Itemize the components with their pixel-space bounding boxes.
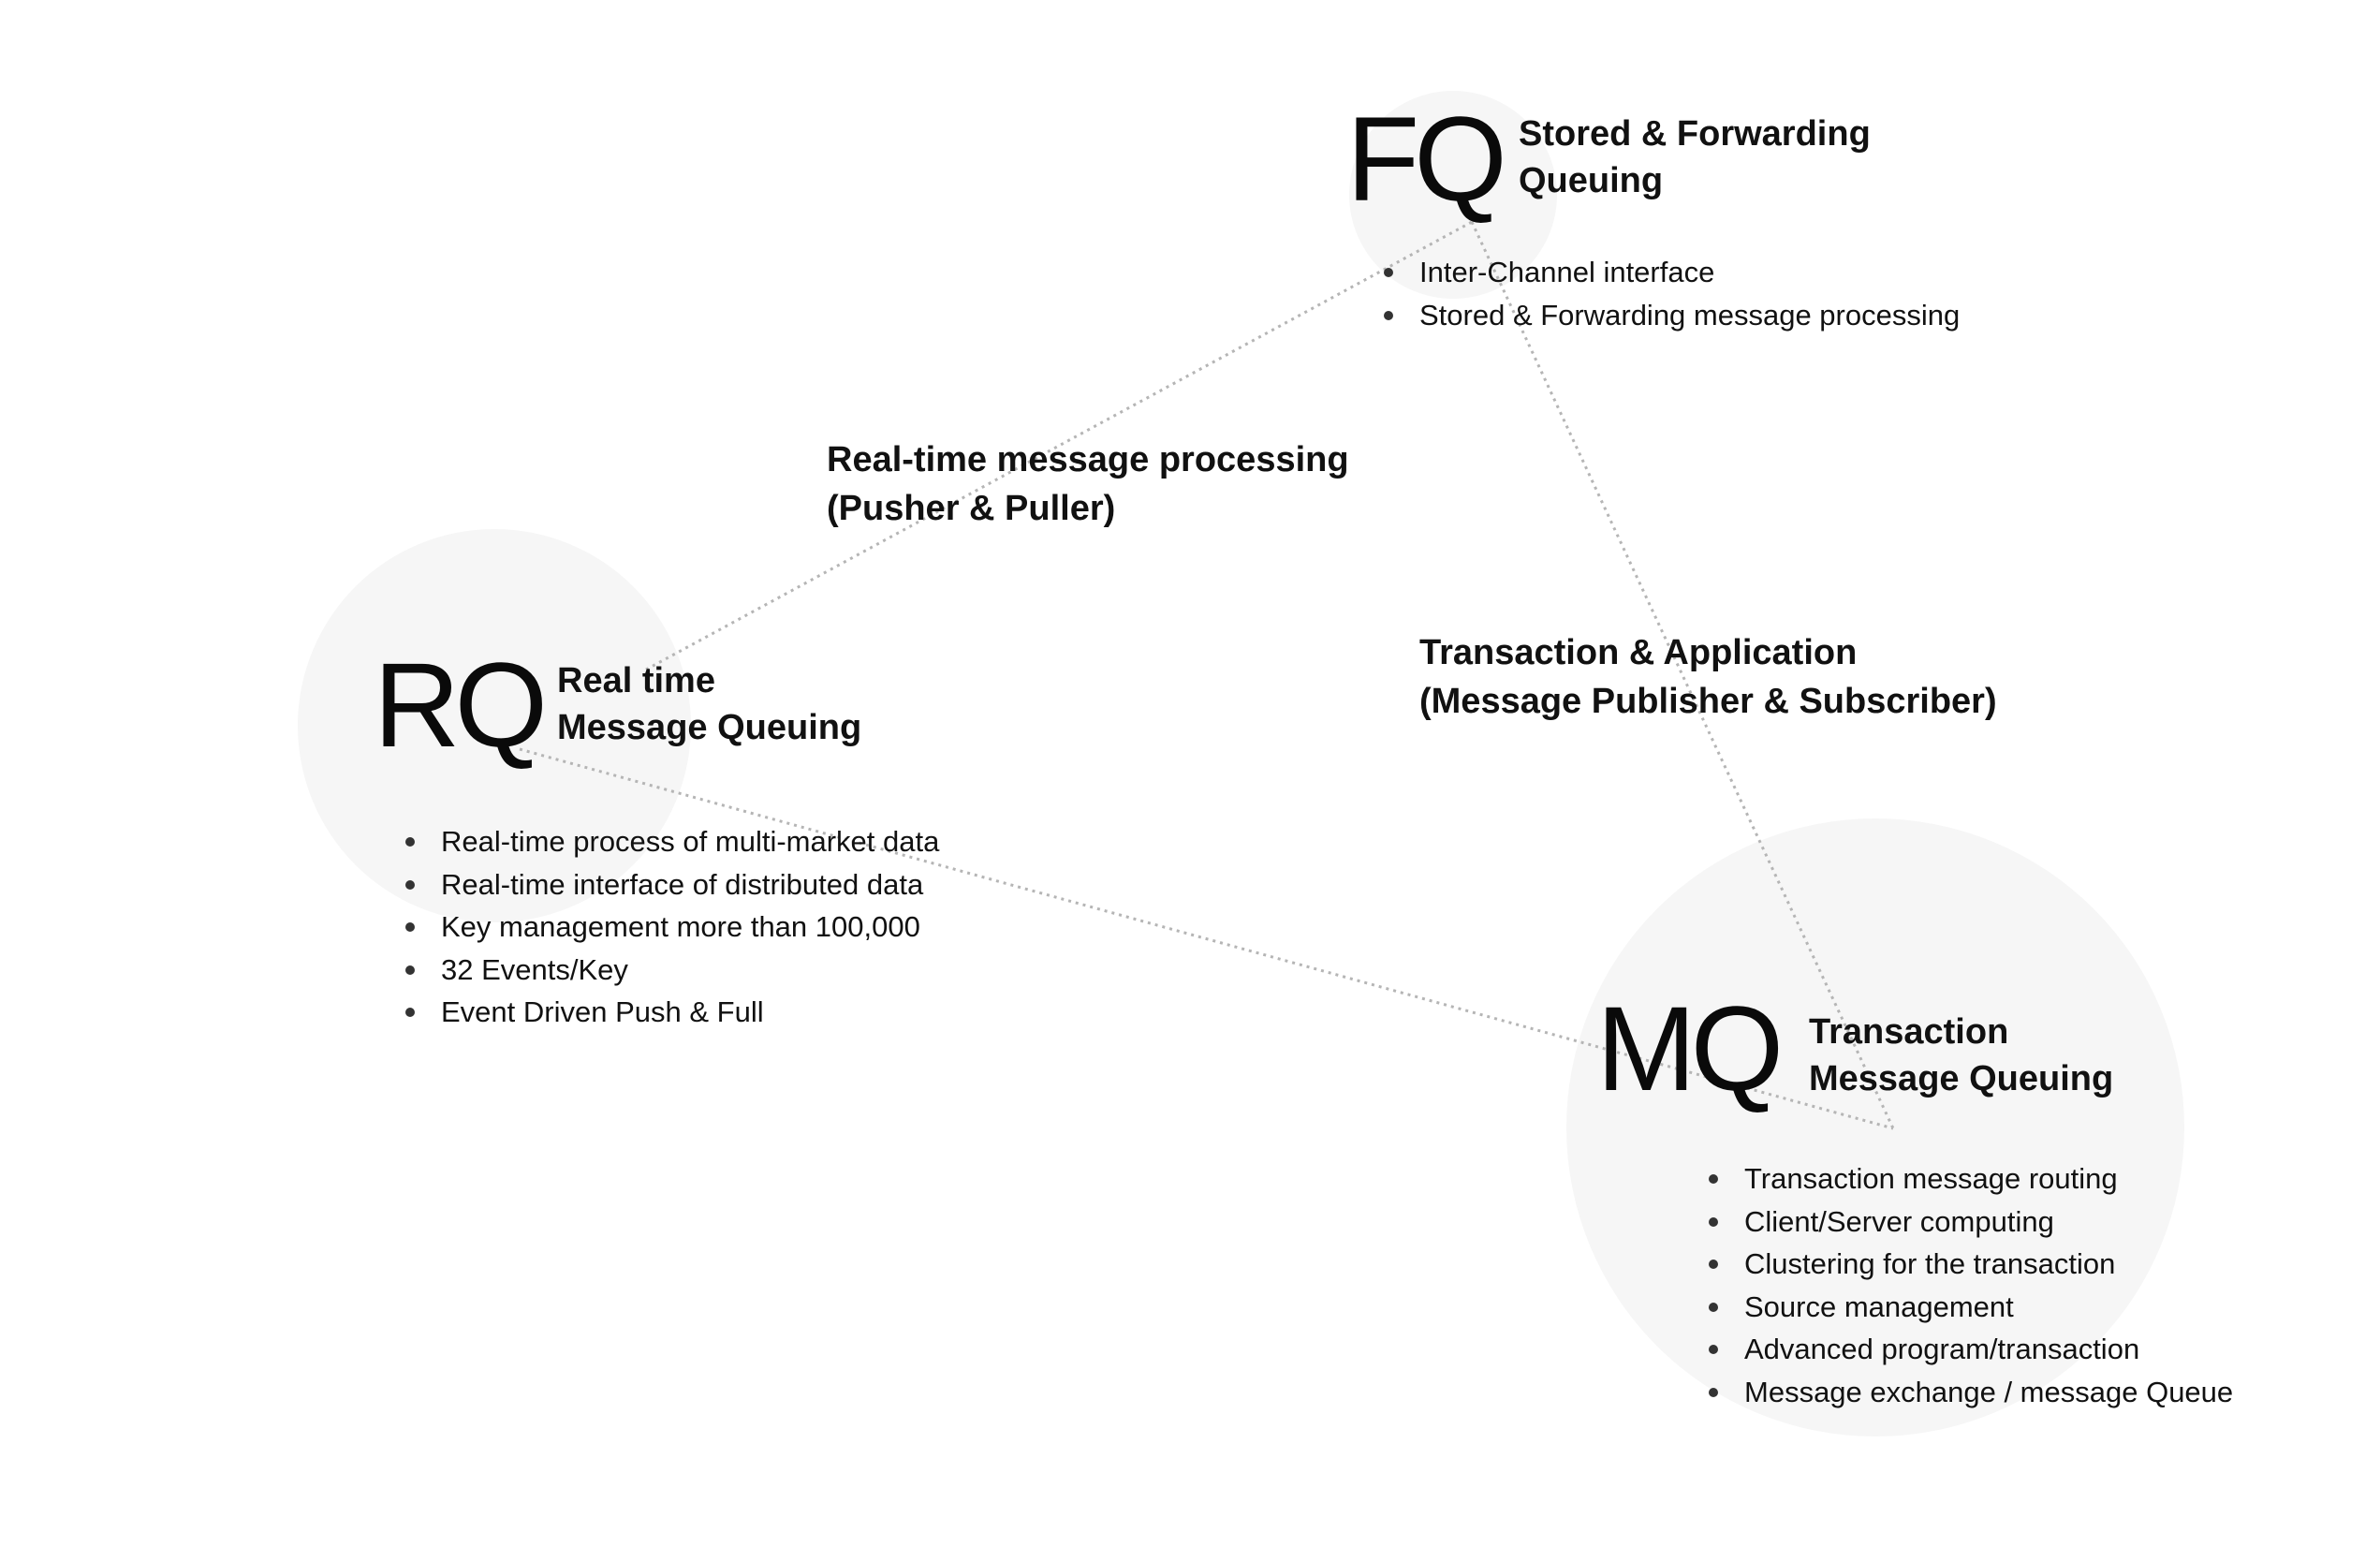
list-item: Key management more than 100,000 bbox=[405, 906, 939, 949]
link-rq-mq bbox=[519, 747, 1894, 1130]
rq-title-line1: Real time bbox=[557, 661, 715, 700]
edge-fq-mq-line1: Transaction & Application bbox=[1419, 633, 1858, 672]
list-item: Transaction message routing bbox=[1709, 1157, 2233, 1201]
mq-node-title: Transaction Message Queuing bbox=[1809, 1009, 2113, 1102]
list-item: 32 Events/Key bbox=[405, 949, 939, 992]
list-item: Advanced program/transaction bbox=[1709, 1328, 2233, 1371]
rq-node-circle bbox=[298, 529, 691, 922]
mq-title-line2: Message Queuing bbox=[1809, 1059, 2114, 1098]
edge-fq-mq-line2: (Message Publisher & Subscriber) bbox=[1419, 682, 1997, 721]
fq-node-abbr: FQ bbox=[1346, 93, 1507, 227]
edge-label-fq-mq: Transaction & Application (Message Publi… bbox=[1419, 628, 1997, 726]
rq-node-abbr: RQ bbox=[374, 639, 548, 773]
edge-label-rq-fq: Real-time message processing (Pusher & P… bbox=[827, 435, 1349, 533]
fq-title-line2: Queuing bbox=[1519, 161, 1664, 200]
list-item: Message exchange / message Queue bbox=[1709, 1371, 2233, 1414]
link-fq-mq bbox=[1470, 221, 1895, 1129]
rq-title-line2: Message Queuing bbox=[557, 708, 862, 747]
mq-node-abbr: MQ bbox=[1596, 982, 1784, 1116]
edge-rq-fq-line1: Real-time message processing bbox=[827, 440, 1349, 479]
list-item: Clustering for the transaction bbox=[1709, 1243, 2233, 1286]
fq-title-line1: Stored & Forwarding bbox=[1519, 114, 1871, 154]
list-item: Event Driven Push & Full bbox=[405, 991, 939, 1034]
rq-node-title: Real time Message Queuing bbox=[557, 657, 861, 751]
mq-title-line1: Transaction bbox=[1809, 1012, 2009, 1052]
fq-node-circle bbox=[1349, 91, 1557, 299]
list-item: Real-time interface of distributed data bbox=[405, 863, 939, 906]
edge-rq-fq-line2: (Pusher & Puller) bbox=[827, 489, 1116, 528]
list-item: Source management bbox=[1709, 1286, 2233, 1329]
list-item: Inter-Channel interface bbox=[1384, 251, 1960, 294]
fq-node-title: Stored & Forwarding Queuing bbox=[1519, 110, 1871, 204]
list-item: Stored & Forwarding message processing bbox=[1384, 294, 1960, 337]
list-item: Client/Server computing bbox=[1709, 1201, 2233, 1244]
list-item: Real-time process of multi-market data bbox=[405, 820, 939, 863]
mq-node-circle bbox=[1566, 818, 2184, 1436]
